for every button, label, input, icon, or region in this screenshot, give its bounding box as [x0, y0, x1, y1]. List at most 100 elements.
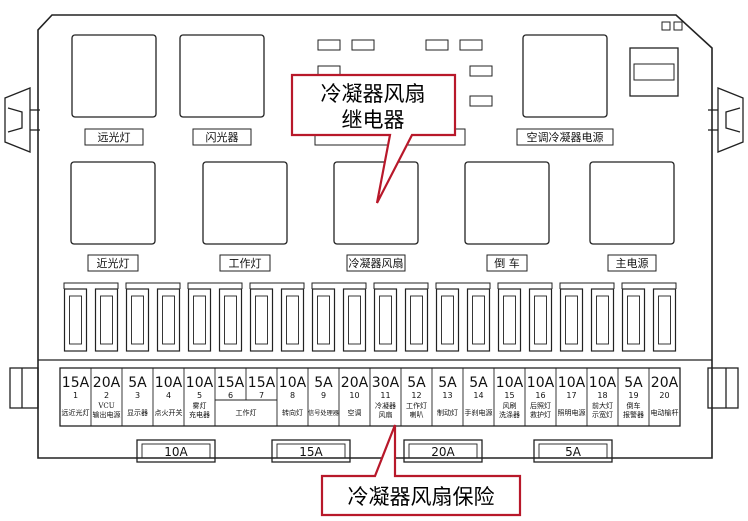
- spare-fuse-2: 15A: [271, 439, 351, 463]
- fuse-holder-15: [497, 288, 522, 352]
- fuse-rating: 5A: [407, 375, 426, 391]
- corner-mark: [661, 21, 683, 31]
- relay-row-top: 远光灯 闪光器 空调冷凝器电源: [71, 34, 679, 146]
- fuse-holder-7: [249, 288, 274, 352]
- relay-slot-middle-1: 近光灯: [70, 161, 156, 272]
- fuse-holder-4: [156, 288, 181, 352]
- fuse-circuit-name: 后照灯: [530, 401, 551, 410]
- fuse-rating: 20A: [341, 375, 369, 391]
- fuse-number: 7: [259, 391, 264, 400]
- fuse-holder-20: [652, 288, 677, 352]
- fuse-holder-bracket: [187, 282, 243, 289]
- fuse-label-table: 15A1远近光灯20A2VCU输出电源5A3显示器10A4点火开关10A5雾灯充…: [59, 367, 681, 427]
- callout-relay-line1: 冷凝器风扇: [321, 82, 426, 106]
- fuse-number: 2: [104, 391, 109, 400]
- terminal-clip: [469, 65, 493, 77]
- relay-label-middle-3: 冷凝器风扇: [349, 256, 404, 270]
- fuse-circuit-name: 显示器: [127, 409, 148, 417]
- mounting-ear-left: [4, 87, 40, 153]
- fuse-holder-10: [342, 288, 367, 352]
- fuse-circuit-name: 输出电源: [93, 410, 121, 419]
- fuse-circuit-name: 救护灯: [530, 410, 551, 419]
- fuse-holder-11: [373, 288, 398, 352]
- fuse-rating: 15A: [248, 375, 276, 391]
- terminal-clip: [351, 39, 375, 51]
- fuse-holder-14: [466, 288, 491, 352]
- terminal-clip: [317, 39, 341, 51]
- fuse-circuit-name: 报警器: [623, 410, 644, 419]
- relay-label-middle-2: 工作灯: [229, 257, 262, 270]
- fuse-circuit-name: 制动灯: [437, 408, 458, 417]
- spare-fuse-rating: 5A: [565, 445, 582, 459]
- fuse-rating: 10A: [496, 375, 524, 391]
- fuse-circuit-name: 洗涤器: [499, 410, 520, 419]
- relay-label-top-2: 闪光器: [206, 130, 239, 144]
- fuse-holder-19: [621, 288, 646, 352]
- relay-slot-top-2: 闪光器: [179, 34, 265, 146]
- fuse-number: 12: [411, 391, 421, 400]
- fuse-circuit-name: 充电器: [189, 410, 210, 419]
- fuse-rating: 5A: [314, 375, 333, 391]
- fuse-rating: 5A: [128, 375, 147, 391]
- mounting-ear-right: [708, 87, 744, 153]
- fuse-rating: 10A: [279, 375, 307, 391]
- fuse-number: 11: [380, 391, 390, 400]
- fuse-holder-bracket: [435, 282, 491, 289]
- fuse-holder-bracket: [311, 282, 367, 289]
- fuse-circuit-name: 风扇: [379, 410, 393, 419]
- callout-fuse: 冷凝器风扇保险: [320, 424, 522, 517]
- fuse-rating: 30A: [372, 375, 400, 391]
- side-tab-right: [707, 367, 739, 409]
- callout-relay: 冷凝器风扇 继电器: [290, 73, 457, 204]
- relay-slot-middle-2: 工作灯: [202, 161, 288, 272]
- fuse-circuit-name: 示宽灯: [592, 410, 613, 419]
- fuse-holder-6: [218, 288, 243, 352]
- spare-fuse-4: 5A: [533, 439, 613, 463]
- relay-slot-middle-4: 倒 车: [464, 161, 550, 272]
- fuse-holder-17: [559, 288, 584, 352]
- fuse-holder-bracket: [249, 282, 305, 289]
- side-tab-left: [9, 367, 39, 409]
- fuse-number: 8: [290, 391, 295, 400]
- fuse-number: 10: [349, 391, 359, 400]
- relay-label-top-1: 远光灯: [98, 130, 131, 144]
- fuse-holder-bracket: [621, 282, 677, 289]
- fuse-group-label-work-light: 工作灯: [236, 408, 257, 417]
- fuse-holder-18: [590, 288, 615, 352]
- fuse-circuit-name: 电动榆杆: [651, 408, 679, 417]
- fuse-circuit-name: 雾灯: [193, 401, 207, 410]
- fuse-number: 16: [535, 391, 545, 400]
- terminal-clip: [425, 39, 449, 51]
- fuse-circuit-name: 冷凝器: [375, 401, 396, 410]
- fuse-circuit-name: 风刷: [503, 402, 517, 410]
- fuse-holder-1: [63, 288, 88, 352]
- fuse-number: 5: [197, 391, 202, 400]
- fuse-circuit-name: 工作灯: [406, 401, 427, 410]
- fuse-circuit-name: 转向灯: [282, 408, 303, 417]
- spare-fuse-rating: 10A: [164, 445, 188, 459]
- fuse-circuit-name: 照明电源: [558, 408, 586, 417]
- fuse-holder-16: [528, 288, 553, 352]
- callout-relay-line2: 继电器: [342, 108, 405, 132]
- relay-mini-module: [629, 47, 679, 97]
- fuse-circuit-name: 信号处理器: [308, 409, 340, 417]
- fuse-number: 4: [166, 391, 171, 400]
- fuse-circuit-name: 喇叭: [410, 410, 424, 419]
- fuse-holder-9: [311, 288, 336, 352]
- relay-slot-top-4: 空调冷凝器电源: [516, 34, 614, 146]
- fuse-number: 3: [135, 391, 140, 400]
- fuse-holder-bracket: [373, 282, 429, 289]
